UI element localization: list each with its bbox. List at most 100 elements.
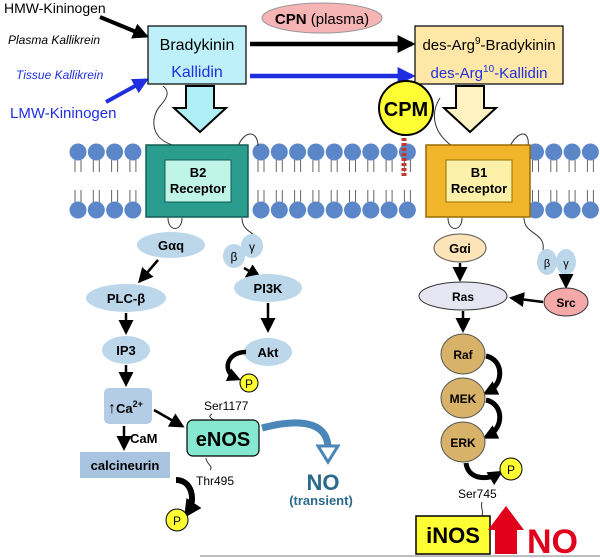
ser1177-label: Ser1177 bbox=[204, 399, 249, 413]
b2-gamma-label: γ bbox=[249, 240, 255, 254]
cell-membrane bbox=[69, 143, 599, 219]
lipid-tail bbox=[129, 190, 137, 202]
ser745-tick bbox=[480, 501, 484, 517]
kinin-box bbox=[147, 25, 247, 85]
lipid-tail bbox=[275, 190, 283, 202]
cam-label: CaM bbox=[130, 431, 157, 446]
b2-ecl-loop bbox=[237, 133, 259, 147]
plc-label: PLC-β bbox=[107, 291, 145, 306]
lipid-tail bbox=[111, 160, 119, 172]
lipid-head bbox=[87, 201, 105, 219]
b1-gamma-node bbox=[556, 249, 576, 275]
lipid-tail bbox=[367, 160, 375, 172]
lipid-head bbox=[270, 201, 288, 219]
lipid-head bbox=[398, 201, 416, 219]
tissue-kallikrein-label: Tissue Kallikrein bbox=[16, 68, 104, 82]
mek-node bbox=[440, 377, 486, 419]
cpm-label: CPM bbox=[384, 99, 428, 121]
b2-receptor-box bbox=[164, 159, 232, 203]
hmw-arrow bbox=[99, 15, 149, 39]
lipid-head bbox=[252, 201, 270, 219]
thr495-tick bbox=[205, 457, 212, 471]
lipid-head bbox=[344, 143, 361, 161]
cpn-bold: CPN bbox=[275, 11, 307, 28]
lipid-head bbox=[289, 143, 307, 161]
b2-receptor-label: Receptor bbox=[170, 181, 226, 196]
desarg10-pre: des-Arg bbox=[430, 65, 483, 82]
no-increase-label: NO bbox=[527, 523, 578, 558]
ca-sup: 2+ bbox=[133, 399, 143, 409]
lipid-tail bbox=[532, 190, 539, 202]
lipid-tail bbox=[586, 190, 594, 202]
b2-receptor: B2 Receptor bbox=[145, 144, 249, 218]
kallidin-label: Kallidin bbox=[171, 64, 223, 81]
calcineurin-phospho-arrow bbox=[175, 477, 202, 518]
mek-to-erk-arrow bbox=[482, 397, 503, 439]
desarg10-post: -Kallidin bbox=[494, 65, 547, 82]
ras-label: Ras bbox=[452, 290, 474, 304]
lipid-head bbox=[362, 201, 380, 219]
kinin-to-b2-block-arrow bbox=[171, 85, 229, 134]
gai-label: Gαi bbox=[449, 241, 471, 256]
ca-text: Ca bbox=[116, 401, 133, 416]
lipid-tail bbox=[385, 160, 393, 172]
calcineurin-p-circle bbox=[165, 508, 189, 532]
erk-label: ERK bbox=[450, 436, 476, 450]
lipid-tail bbox=[312, 160, 320, 172]
ca-label: ↑Ca2+ bbox=[108, 399, 143, 417]
ca-box bbox=[104, 388, 152, 424]
lipid-head bbox=[124, 143, 142, 161]
raf-label: Raf bbox=[453, 348, 473, 362]
lipid-tail bbox=[385, 190, 393, 202]
b2-beta-node bbox=[223, 244, 245, 268]
gai-node bbox=[433, 233, 487, 263]
lipid-head bbox=[307, 201, 325, 219]
lipid-head bbox=[106, 201, 124, 219]
lipid-tail bbox=[550, 190, 558, 202]
lipid-head bbox=[106, 143, 124, 161]
lipid-tail bbox=[532, 160, 539, 172]
mek-label: MEK bbox=[450, 392, 477, 406]
desarg-box bbox=[414, 25, 564, 85]
ip3-node bbox=[102, 336, 150, 364]
b1-receptor-label: Receptor bbox=[451, 181, 507, 196]
lipid-tail bbox=[275, 160, 283, 172]
lipid-tail bbox=[74, 190, 82, 202]
b2-n-term-loop bbox=[153, 85, 177, 147]
lipid-head bbox=[563, 143, 581, 161]
desarg9-pre: des-Arg bbox=[422, 37, 475, 54]
lipid-tail bbox=[550, 160, 558, 172]
lipid-head bbox=[270, 143, 288, 161]
b1-beta-node bbox=[537, 249, 557, 275]
thr495-label: Thr495 bbox=[196, 474, 234, 488]
lipid-head bbox=[563, 201, 581, 219]
transient-label: (transient) bbox=[289, 493, 353, 508]
enos-box bbox=[186, 419, 260, 457]
lipid-head bbox=[69, 201, 87, 219]
lipid-tail bbox=[568, 160, 576, 172]
b2-label: B2 bbox=[190, 165, 207, 180]
b2-gamma-node bbox=[241, 234, 263, 258]
lipid-head bbox=[325, 143, 343, 161]
lipid-tail bbox=[349, 160, 356, 172]
desarg9-post: -Bradykinin bbox=[481, 37, 556, 54]
lipid-tail bbox=[92, 190, 100, 202]
b1-beta-label: β bbox=[544, 258, 550, 270]
pi3k-label: PI3K bbox=[254, 281, 284, 296]
enos-label: eNOS bbox=[196, 429, 250, 451]
akt-p-circle bbox=[239, 373, 259, 393]
b1-icl-loop bbox=[447, 217, 463, 229]
lipid-head bbox=[527, 201, 544, 219]
lipid-head bbox=[398, 143, 416, 161]
cpn-oval bbox=[261, 2, 383, 34]
lipid-head bbox=[545, 201, 563, 219]
lipid-head bbox=[307, 143, 325, 161]
lipid-tail bbox=[403, 190, 411, 202]
lipid-tail bbox=[294, 160, 302, 172]
b1-receptor: B1 Receptor bbox=[425, 144, 531, 218]
akt-node bbox=[244, 338, 292, 366]
lipid-head bbox=[362, 143, 380, 161]
b2-beta-label: β bbox=[231, 250, 238, 264]
bradykinin-label: Bradykinin bbox=[160, 37, 235, 54]
no-up-arrow bbox=[488, 506, 524, 554]
